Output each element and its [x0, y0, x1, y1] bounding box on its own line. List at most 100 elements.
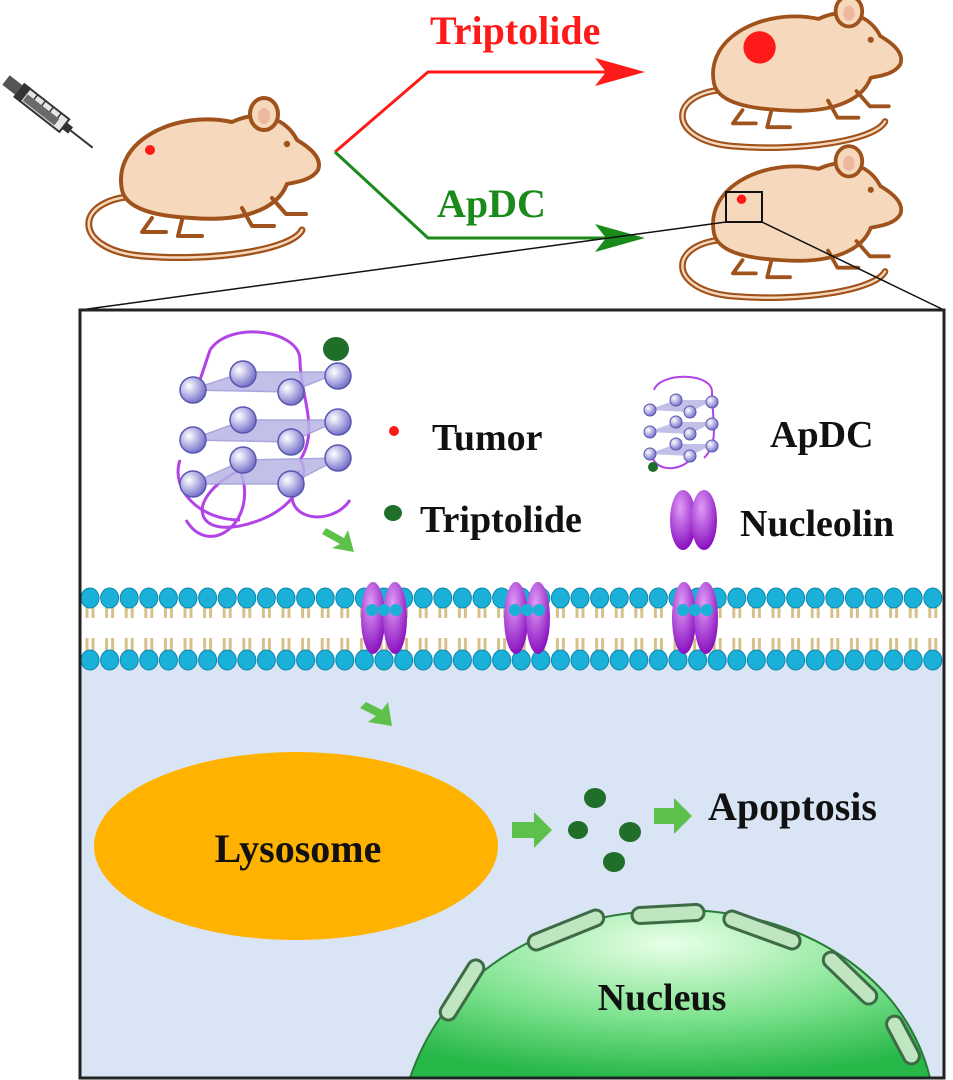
lipid-head — [746, 587, 766, 609]
lipid-head — [394, 649, 414, 671]
lipid-head — [119, 649, 139, 671]
release-arrow — [512, 812, 552, 848]
lipid-head — [139, 649, 159, 671]
apoptosis-label: Apoptosis — [708, 784, 877, 829]
triptolide-branch-arrow — [334, 58, 645, 154]
mouse-triptolide-result — [682, 0, 901, 148]
legend-nucleolin-label: Nucleolin — [740, 503, 894, 545]
mouse-apdc-result — [682, 146, 901, 298]
lipid-head — [335, 587, 355, 609]
zoom-line-left — [79, 221, 727, 311]
lipid-head — [472, 649, 492, 671]
nucleus: Nucleus — [408, 903, 932, 1079]
lipid-head — [648, 587, 668, 609]
lipid-head — [884, 587, 904, 609]
lipid-head — [198, 649, 218, 671]
lipid-head — [746, 649, 766, 671]
lipid-head — [472, 587, 492, 609]
lipid-head — [80, 649, 100, 671]
lipid-head — [727, 649, 747, 671]
triptolide-payload — [323, 337, 349, 361]
lipid-head — [688, 649, 708, 671]
lysosome — [94, 752, 498, 940]
lipid-head — [492, 649, 512, 671]
lipid-head — [825, 587, 845, 609]
lipid-head — [100, 649, 120, 671]
lipid-head — [335, 649, 355, 671]
lipid-head — [923, 587, 943, 609]
lipid-head — [413, 649, 433, 671]
lipid-head — [570, 587, 590, 609]
nucleolin-receptor — [504, 582, 550, 654]
lipid-head — [100, 587, 120, 609]
lipid-head — [433, 649, 453, 671]
apdc-branch-arrow — [333, 150, 645, 252]
lipid-head — [217, 649, 237, 671]
down-arrow-1 — [322, 528, 354, 552]
legend-apdc-label: ApDC — [770, 414, 873, 456]
released-triptolide — [568, 788, 641, 872]
legend-tumor-dot — [389, 426, 399, 436]
syringe-icon — [2, 75, 94, 149]
lipid-head — [550, 587, 570, 609]
lipid-head — [825, 649, 845, 671]
lipid-head — [609, 587, 629, 609]
triptolide-branch-label: Triptolide — [430, 8, 600, 53]
lipid-head — [668, 649, 688, 671]
down-arrow-2 — [360, 702, 392, 726]
lipid-head — [158, 649, 178, 671]
lipid-head — [276, 649, 296, 671]
nucleolin-receptor — [361, 582, 407, 654]
legend-triptolide-dot — [384, 505, 402, 521]
lipid-head — [80, 587, 100, 609]
lipid-head — [609, 649, 629, 671]
lipid-head — [648, 649, 668, 671]
legend-tumor-label: Tumor — [432, 417, 543, 459]
lipid-head — [452, 587, 472, 609]
lipid-head — [903, 587, 923, 609]
small-tumor — [736, 194, 747, 205]
legend-apdc-icon — [643, 375, 719, 472]
lipid-head — [570, 649, 590, 671]
lipid-head — [786, 587, 806, 609]
lipid-head — [844, 649, 864, 671]
zoom-line-right — [761, 221, 945, 311]
lipid-head — [374, 649, 394, 671]
lipid-head — [629, 649, 649, 671]
lipid-head — [296, 587, 316, 609]
lipid-head — [805, 587, 825, 609]
lipid-head — [178, 649, 198, 671]
lysosome-label: Lysosome — [215, 826, 382, 871]
lipid-head — [178, 587, 198, 609]
lipid-head — [198, 587, 218, 609]
lipid-head — [139, 587, 159, 609]
lipid-head — [237, 649, 257, 671]
lipid-head — [550, 649, 570, 671]
lipid-head — [590, 587, 610, 609]
lipid-head — [844, 587, 864, 609]
lipid-head — [119, 587, 139, 609]
lipid-head — [315, 649, 335, 671]
lipid-head — [629, 587, 649, 609]
mouse-injected — [89, 98, 319, 258]
lipid-head — [707, 649, 727, 671]
tumor-dot — [145, 145, 155, 155]
lipid-head — [433, 587, 453, 609]
lipid-head — [296, 649, 316, 671]
lipid-head — [413, 587, 433, 609]
zoom-panel-border — [78, 308, 946, 1080]
lipid-head — [256, 587, 276, 609]
lipid-head — [884, 649, 904, 671]
lipid-head — [864, 649, 884, 671]
zoom-box — [725, 191, 763, 223]
apdc-branch-label: ApDC — [437, 181, 546, 226]
lipid-head — [452, 649, 472, 671]
legend-triptolide-label: Triptolide — [420, 499, 582, 541]
lipid-head — [256, 649, 276, 671]
lipid-head — [276, 587, 296, 609]
lipid-head — [766, 587, 786, 609]
lipid-head — [903, 649, 923, 671]
lipid-head — [354, 649, 374, 671]
lipid-head — [217, 587, 237, 609]
